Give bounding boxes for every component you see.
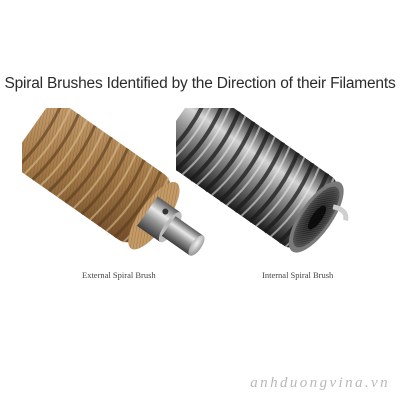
external-spiral-brush-illustration [22, 108, 205, 256]
internal-spiral-brush-caption: Internal Spiral Brush [262, 270, 334, 280]
watermark: anhduongvina.vn [250, 375, 390, 391]
internal-spiral-brush-illustration [176, 108, 349, 253]
external-spiral-brush-caption: External Spiral Brush [82, 270, 156, 280]
page-title: Spiral Brushes Identified by the Directi… [4, 75, 396, 92]
